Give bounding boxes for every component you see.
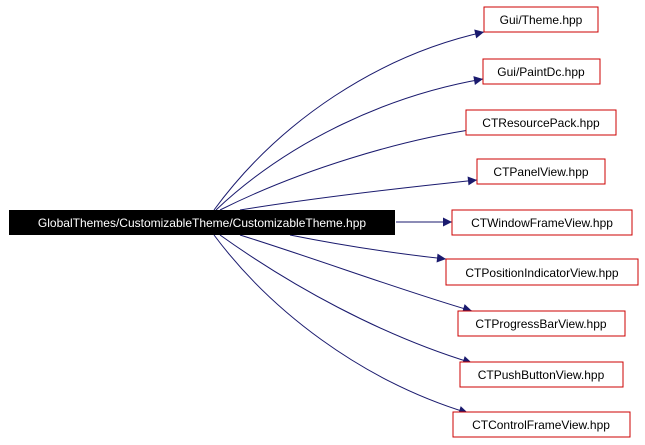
edge-to-ctpushbuttonview xyxy=(219,234,473,365)
edge-to-gui-theme xyxy=(213,29,485,211)
target-node-box xyxy=(465,109,617,136)
target-node-box xyxy=(445,258,639,286)
target-node-label: Gui/Theme.hpp xyxy=(500,13,583,27)
target-node-gui-paintdc[interactable]: Gui/PaintDc.hpp xyxy=(482,58,601,85)
target-node-gui-theme[interactable]: Gui/Theme.hpp xyxy=(483,6,599,33)
target-node-box xyxy=(476,158,606,185)
target-node-box xyxy=(482,58,601,85)
target-node-label: CTPushButtonView.hpp xyxy=(478,368,605,382)
edge-to-ctresourcepack xyxy=(219,125,477,211)
target-node-ctpanelview[interactable]: CTPanelView.hpp xyxy=(476,158,606,185)
edge-to-ctpositionindicatorview xyxy=(289,234,447,263)
target-node-ctprogressbarview[interactable]: CTProgressBarView.hpp xyxy=(457,310,626,337)
target-node-box xyxy=(457,310,626,337)
edge-to-ctcontrolframeview xyxy=(213,234,469,415)
source-node-box xyxy=(9,210,395,235)
edge-to-ctpanelview xyxy=(239,176,478,211)
source-node-label: GlobalThemes/CustomizableTheme/Customiza… xyxy=(38,216,366,230)
target-node-ctcontrolframeview[interactable]: CTControlFrameView.hpp xyxy=(452,411,631,438)
target-node-box xyxy=(483,6,599,33)
target-node-label: CTWindowFrameView.hpp xyxy=(471,216,613,230)
target-node-label: CTControlFrameView.hpp xyxy=(472,418,610,432)
edge-to-gui-paintdc xyxy=(215,76,484,211)
target-node-label: CTProgressBarView.hpp xyxy=(475,317,607,331)
target-node-box xyxy=(459,361,624,388)
target-node-label: Gui/PaintDc.hpp xyxy=(497,65,585,79)
edge-to-ctprogressbarview xyxy=(239,234,473,313)
target-node-ctresourcepack[interactable]: CTResourcePack.hpp xyxy=(465,109,617,136)
target-node-box xyxy=(452,411,631,438)
target-node-ctwindowframeview[interactable]: CTWindowFrameView.hpp xyxy=(451,209,633,236)
target-node-box xyxy=(451,209,633,236)
edges xyxy=(213,29,485,415)
target-node-label: CTPanelView.hpp xyxy=(493,165,589,179)
target-node-label: CTResourcePack.hpp xyxy=(482,116,600,130)
source-node[interactable]: GlobalThemes/CustomizableTheme/Customiza… xyxy=(9,210,395,235)
target-node-label: CTPositionIndicatorView.hpp xyxy=(465,266,619,280)
target-node-ctpushbuttonview[interactable]: CTPushButtonView.hpp xyxy=(459,361,624,388)
target-node-ctpositionindicatorview[interactable]: CTPositionIndicatorView.hpp xyxy=(445,258,639,286)
